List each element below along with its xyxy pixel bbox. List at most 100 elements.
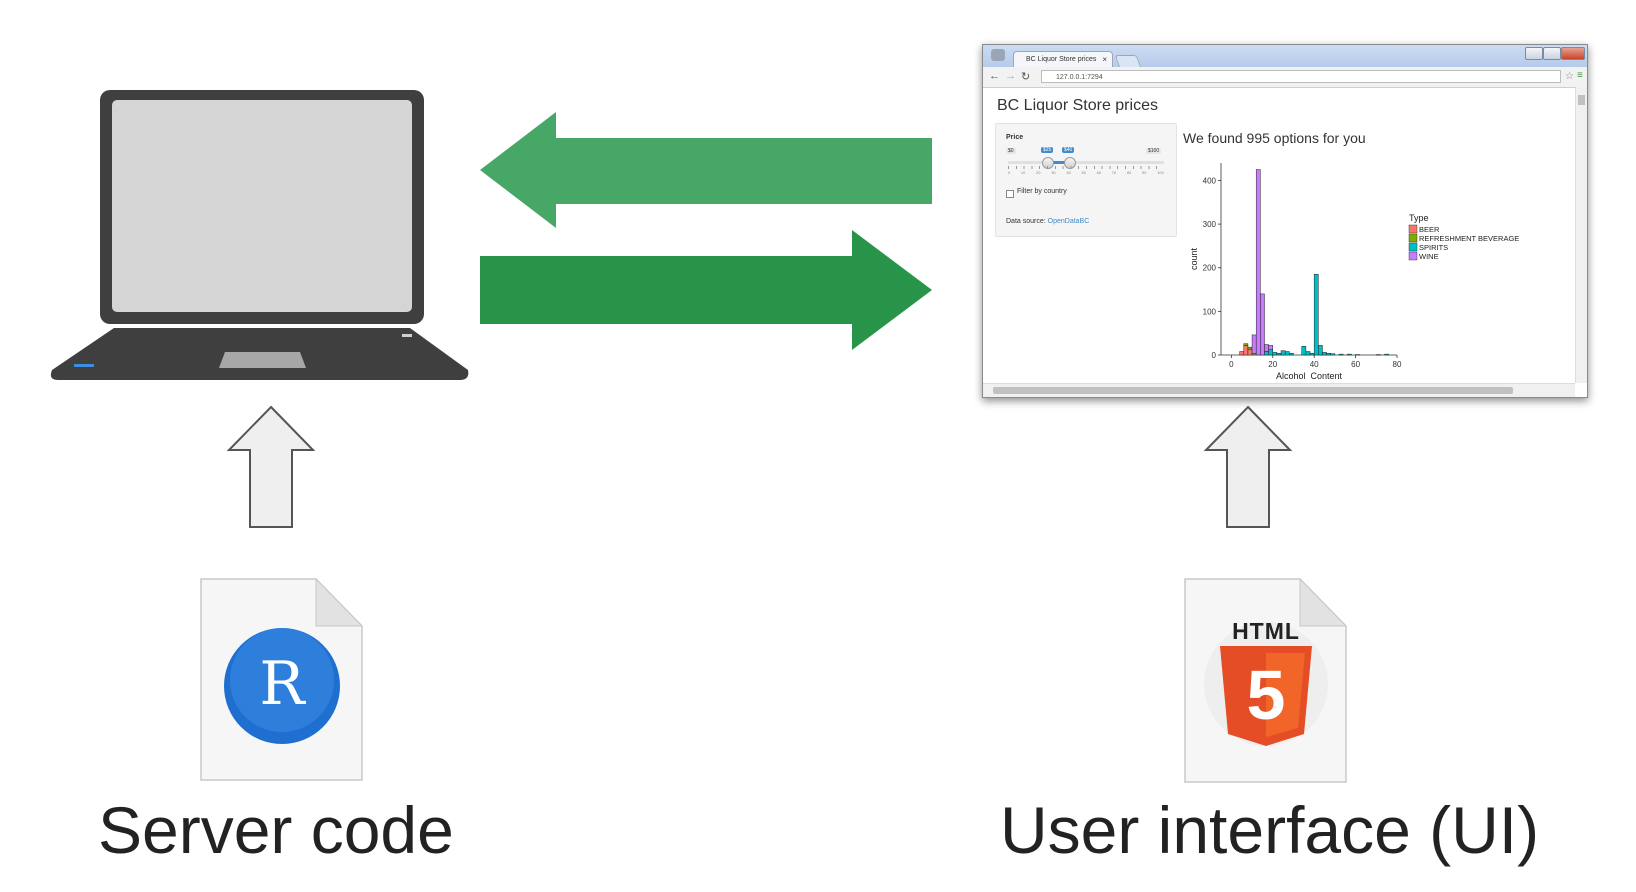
browser-user-icon[interactable] <box>991 49 1005 61</box>
legend-swatch <box>1408 233 1418 243</box>
legend-label: SPIRITS <box>1419 243 1448 252</box>
histogram-bar <box>1305 351 1311 356</box>
tab-strip: BC Liquor Store prices × <box>983 45 1587 68</box>
legend-label: WINE <box>1419 252 1439 261</box>
slider-ticks <box>1008 166 1164 169</box>
reload-icon[interactable]: ↻ <box>1021 71 1031 83</box>
slider-tick-label: 100 <box>1157 170 1164 175</box>
histogram-bar <box>1264 351 1269 356</box>
horizontal-scroll-thumb[interactable] <box>993 387 1513 394</box>
y-tick-label: 400 <box>1203 176 1217 185</box>
legend-swatch <box>1408 242 1418 252</box>
page-title: BC Liquor Store prices <box>997 97 1158 114</box>
histogram-bar <box>1247 349 1253 356</box>
histogram-bar <box>1243 345 1249 356</box>
menu-icon[interactable]: ≡ <box>1577 70 1583 81</box>
r-file-icon: R <box>196 576 368 784</box>
histogram-bar <box>1272 352 1278 356</box>
legend-label: BEER <box>1419 225 1440 234</box>
filter-country-checkbox[interactable] <box>1006 190 1014 198</box>
histogram-bar <box>1268 345 1274 351</box>
up-arrow-left-icon <box>226 405 316 528</box>
y-tick-label: 300 <box>1203 220 1217 229</box>
laptop-power-light <box>74 364 94 367</box>
document-page-icon <box>200 577 364 781</box>
histogram-bar <box>1251 353 1257 356</box>
y-axis-label: count <box>1189 247 1199 270</box>
histogram-bar <box>1313 274 1319 356</box>
histogram-bar <box>1280 350 1286 356</box>
legend-swatch <box>1408 224 1418 234</box>
forward-icon[interactable]: → <box>1005 70 1016 82</box>
slider-tick-label: 90 <box>1142 170 1147 175</box>
slider-tick-label: 70 <box>1111 170 1117 175</box>
data-source-text: Data source: OpenDataBC <box>1006 218 1089 225</box>
histogram-bar <box>1268 349 1274 356</box>
laptop-screen <box>112 100 412 312</box>
bookmark-star-icon[interactable]: ☆ <box>1565 71 1574 82</box>
browser-tab[interactable]: BC Liquor Store prices × <box>1013 51 1113 67</box>
horizontal-scrollbar[interactable] <box>983 383 1575 397</box>
vertical-scrollbar[interactable] <box>1575 87 1587 383</box>
histogram-bar <box>1239 351 1245 356</box>
laptop-icon <box>50 90 469 380</box>
slider-high-label: $40 <box>1062 147 1075 153</box>
maximize-button[interactable] <box>1543 47 1561 60</box>
tab-close-icon[interactable]: × <box>1102 55 1107 64</box>
legend-title: Type <box>1409 213 1429 223</box>
histogram-bar <box>1260 293 1265 356</box>
histogram-bar <box>1330 353 1336 356</box>
histogram-bar <box>1326 353 1331 356</box>
x-tick-label: 0 <box>1229 360 1234 369</box>
histogram-bar <box>1309 353 1315 356</box>
histogram-bar <box>1347 353 1352 356</box>
slider-low-label: $25 <box>1041 147 1054 153</box>
slider-track[interactable] <box>1008 161 1164 164</box>
ui-caption: User interface (UI) <box>1000 793 1540 867</box>
x-tick-label: 20 <box>1268 360 1277 369</box>
html5-digit: 5 <box>1246 656 1286 734</box>
arrow-left-icon <box>480 112 932 228</box>
slider-tick-label: 50 <box>1081 170 1086 175</box>
browser-toolbar: ← → ↻ 127.0.0.1:7294 ☆ ≡ <box>983 67 1587 88</box>
slider-tick-label: 40 <box>1066 170 1071 175</box>
arrow-right-icon <box>480 230 932 350</box>
slider-tick-label: 60 <box>1096 170 1102 175</box>
document-page-icon-html <box>1184 577 1348 783</box>
slider-min-label: $0 <box>1006 148 1016 154</box>
data-source-link[interactable]: OpenDataBC <box>1047 218 1090 225</box>
x-tick-label: 80 <box>1393 360 1402 369</box>
up-arrow-right-icon <box>1203 405 1293 528</box>
filter-country-label: Filter by country <box>1017 188 1067 195</box>
minimize-button[interactable] <box>1525 47 1543 60</box>
vertical-scroll-thumb[interactable] <box>1578 95 1585 105</box>
close-window-button[interactable] <box>1561 47 1585 60</box>
slider-tick-label: 30 <box>1051 170 1056 175</box>
laptop-trackpad <box>219 352 306 368</box>
back-icon[interactable]: ← <box>989 70 1000 82</box>
histogram-bar <box>1376 354 1381 356</box>
browser-window: BC Liquor Store prices × ← → ↻ 127.0.0.1… <box>982 44 1588 398</box>
html-label: HTML <box>1232 618 1300 644</box>
address-bar[interactable]: 127.0.0.1:7294 <box>1041 70 1561 83</box>
x-axis-label: Alcohol_Content <box>1276 371 1343 379</box>
y-tick-label: 200 <box>1203 264 1217 273</box>
histogram-bar <box>1301 346 1307 356</box>
x-tick-label: 40 <box>1310 360 1319 369</box>
histogram-bar <box>1247 346 1253 351</box>
legend-swatch <box>1408 251 1418 261</box>
result-text: We found 995 options for you <box>1183 130 1366 146</box>
histogram-bar <box>1322 352 1327 356</box>
histogram-bar <box>1284 351 1290 356</box>
data-source-prefix: Data source: <box>1006 218 1048 225</box>
histogram-bar <box>1251 334 1257 354</box>
price-label: Price <box>1006 134 1024 141</box>
histogram-bar <box>1243 343 1249 346</box>
y-tick-label: 100 <box>1203 307 1217 316</box>
legend-label: REFRESHMENT BEVERAGE <box>1419 234 1519 243</box>
histogram-bar <box>1276 353 1282 356</box>
histogram-bar <box>1255 169 1261 356</box>
